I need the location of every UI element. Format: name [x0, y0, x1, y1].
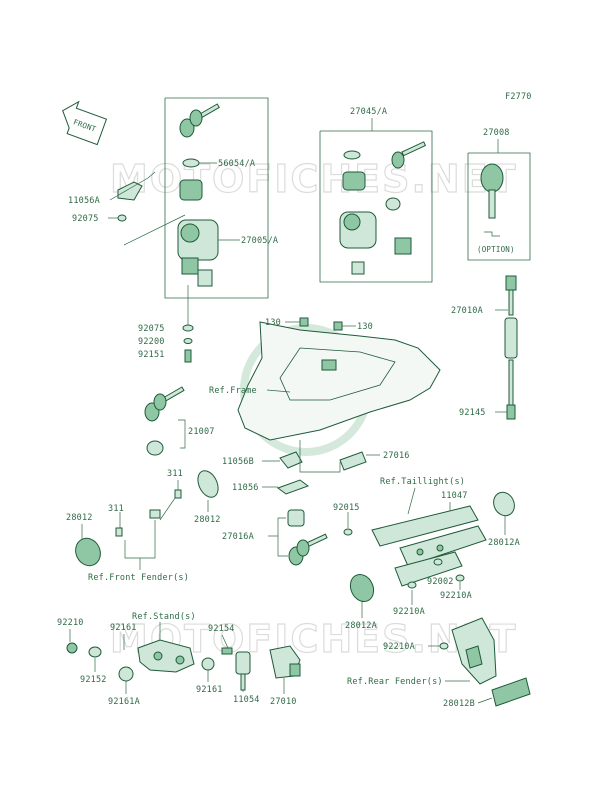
reflector-28012-right-icon [197, 470, 219, 498]
bracket-11056-icon [276, 479, 310, 495]
collar-92161-icon [201, 657, 215, 671]
part-label-92075-lower: 92075 [138, 324, 165, 334]
part-label-27010A: 27010A [451, 306, 483, 316]
part-label-27005A: 27005/A [241, 236, 278, 246]
washer-92152-icon [88, 646, 102, 658]
nut-92015-icon [343, 528, 353, 536]
part-label-28012-right: 28012 [194, 515, 221, 525]
part-label-92210A-lower: 92210A [383, 642, 415, 652]
key-pair-icon [144, 386, 185, 456]
diagram-code: F2770 [505, 92, 532, 102]
grommet-311-upper-icon [174, 489, 182, 499]
part-label-130-right: 130 [357, 322, 373, 332]
lock-set-icon [339, 141, 427, 275]
part-label-92210A-right: 92210A [440, 591, 472, 601]
part-label-11054: 11054 [233, 695, 260, 705]
rear-fender-bracket-icon [451, 617, 497, 685]
svg-text:MOTOFICHES.NET: MOTOFICHES.NET [110, 157, 518, 201]
nut-icon [117, 214, 127, 222]
ignition-key-icon [179, 103, 220, 138]
ref-front-fender: Ref.Front Fender(s) [88, 573, 189, 583]
part-label-92200: 92200 [138, 337, 165, 347]
cap-icon [179, 179, 203, 201]
ref-frame: Ref.Frame [209, 386, 257, 396]
part-label-92210: 92210 [57, 618, 84, 628]
ignition-group-box [164, 97, 269, 299]
bolt-130-right-icon [333, 321, 343, 331]
part-label-21007: 21007 [188, 427, 215, 437]
reflector-28012A-center-icon [349, 573, 375, 603]
ref-rear-fender: Ref.Rear Fender(s) [347, 677, 443, 687]
switch-11054-icon [235, 651, 251, 691]
front-arrow-icon: FRONT [62, 100, 108, 146]
lock-27016A-icon [287, 509, 305, 527]
part-label-92154: 92154 [208, 624, 235, 634]
part-label-28012B: 28012B [443, 699, 475, 709]
washer-small-icon [182, 324, 194, 332]
part-label-11056: 11056 [232, 483, 259, 493]
bracket-11056B-icon [279, 451, 303, 469]
part-label-27016A: 27016A [222, 532, 254, 542]
ref-taillight: Ref.Taillight(s) [380, 477, 465, 487]
part-label-130-left: 130 [265, 318, 281, 328]
part-label-92002: 92002 [427, 577, 454, 587]
ref-stand: Ref.Stand(s) [132, 612, 196, 622]
part-label-311-upper: 311 [167, 469, 183, 479]
part-label-11056B: 11056B [222, 457, 254, 467]
nut-92210-icon [66, 642, 78, 654]
part-label-56054A: 56054/A [218, 159, 255, 169]
license-bracket-icon [371, 505, 487, 587]
part-label-11047: 11047 [441, 491, 468, 501]
part-label-27016: 27016 [383, 451, 410, 461]
part-label-27045A: 27045/A [350, 107, 387, 117]
part-label-92145: 92145 [459, 408, 486, 418]
part-label-92161A: 92161A [108, 697, 140, 707]
part-label-92210A-mid: 92210A [393, 607, 425, 617]
nut-92210A-right-icon [455, 574, 465, 582]
part-label-27010: 27010 [270, 697, 297, 707]
nut-92210A-lower-icon [439, 642, 449, 650]
frame-outline [237, 321, 441, 441]
bolt-92154-icon [221, 647, 233, 655]
part-label-92151: 92151 [138, 350, 165, 360]
washer-tiny-icon [183, 338, 193, 344]
ignition-switch-body-icon [177, 219, 219, 287]
part-label-92075-upper: 92075 [72, 214, 99, 224]
part-label-92161-left: 92161 [110, 623, 137, 633]
part-label-311-lower: 311 [108, 504, 124, 514]
reflector-28012B-icon [491, 677, 531, 707]
part-label-92161-center: 92161 [196, 685, 223, 695]
washer-icon [182, 158, 200, 168]
part-label-28012A-right: 28012A [488, 538, 520, 548]
switch-27010-icon [269, 645, 301, 679]
key-pair-lower-icon [288, 533, 328, 566]
option-label: (OPTION) [477, 245, 515, 254]
grommet-311-lower-icon [115, 527, 123, 537]
bolt-130-left-icon [299, 317, 309, 327]
reflector-28012A-right-icon [493, 491, 515, 517]
switch-sensor-icon [504, 275, 518, 420]
bracket-27016-icon [339, 451, 367, 471]
spacer-icon [149, 509, 161, 519]
option-key-box [467, 152, 531, 261]
part-label-92015: 92015 [333, 503, 360, 513]
part-label-27008: 27008 [483, 128, 510, 138]
cap-92161A-icon [118, 666, 134, 682]
bracket-icon [117, 181, 143, 201]
lock-set-group-box [319, 130, 433, 283]
part-label-28012-left: 28012 [66, 513, 93, 523]
option-key-icon [480, 163, 504, 237]
nut-92002-icon [433, 558, 443, 566]
stand-bracket-icon [137, 639, 195, 673]
part-label-28012A-center: 28012A [345, 621, 377, 631]
part-label-11056A: 11056A [68, 196, 100, 206]
part-label-92152: 92152 [80, 675, 107, 685]
watermark-top: MOTOFICHES.NET [109, 156, 518, 201]
nut-92210A-mid-icon [407, 581, 417, 589]
reflector-28012-left-icon [75, 537, 101, 567]
bolt-icon [184, 349, 192, 363]
